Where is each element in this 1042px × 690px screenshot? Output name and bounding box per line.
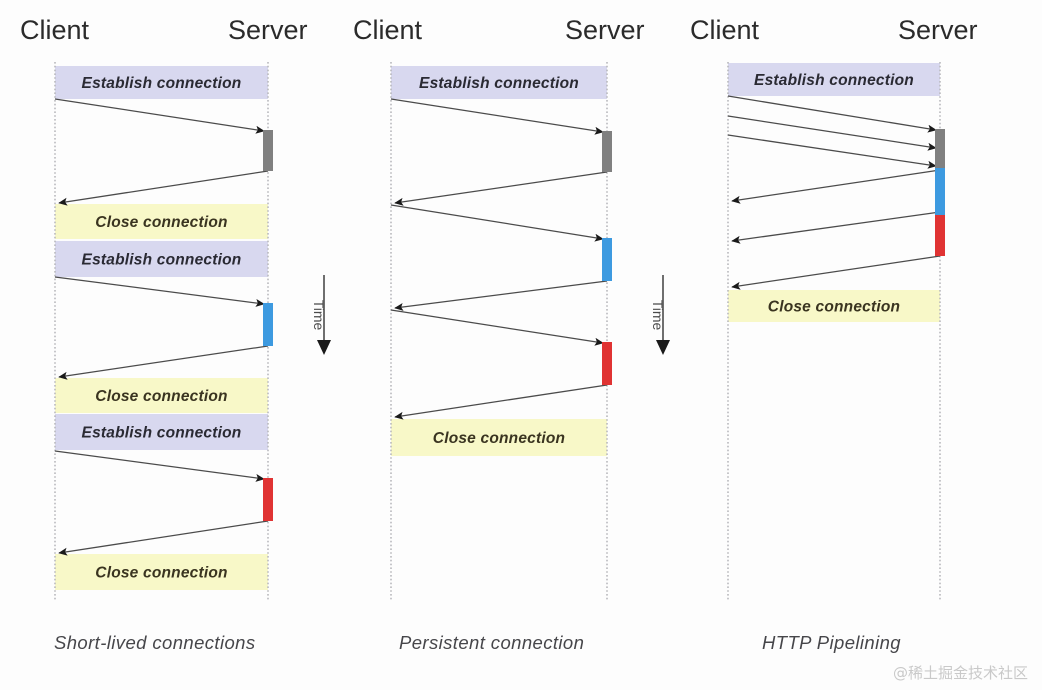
time-axis-arrowhead [656, 340, 670, 355]
message-arrow-left [58, 345, 269, 380]
server-activation-bar [935, 215, 945, 256]
band-label-close: Close connection [768, 299, 900, 316]
server-activation-bar [602, 238, 612, 281]
band-label-close: Close connection [95, 565, 227, 582]
message-arrow-right [727, 134, 937, 169]
message-arrow-right [54, 276, 265, 307]
message-arrow-left [394, 384, 608, 420]
server-activation-bar [935, 168, 945, 215]
message-arrow-left [394, 171, 608, 206]
band-label-establish: Establish connection [82, 75, 242, 92]
panel-caption: HTTP Pipelining [762, 632, 901, 653]
actor-label-server: Server [565, 15, 645, 45]
message-arrow-right [390, 204, 604, 242]
server-activation-bar [263, 130, 273, 171]
band-close [391, 419, 607, 456]
message-arrow-right [54, 98, 265, 134]
band-label-establish: Establish connection [419, 75, 579, 92]
message-arrow-right [390, 98, 604, 135]
band-close [55, 378, 268, 413]
band-label-establish: Establish connection [82, 252, 242, 269]
message-arrow-right [390, 309, 604, 346]
message-arrow-left [58, 170, 269, 206]
actor-label-server: Server [898, 15, 978, 45]
server-activation-bar [602, 131, 612, 172]
actor-label-client: Client [690, 15, 760, 45]
actor-label-server: Server [228, 15, 308, 45]
server-activation-bar [263, 478, 273, 521]
actor-label-client: Client [20, 15, 90, 45]
band-establish [728, 63, 940, 96]
message-arrow-right [727, 95, 937, 133]
band-establish [55, 241, 268, 277]
band-label-establish: Establish connection [82, 425, 242, 442]
message-arrow-left [731, 255, 941, 290]
message-arrow-left [731, 169, 941, 204]
actor-label-client: Client [353, 15, 423, 45]
panel-caption: Short-lived connections [54, 632, 256, 653]
message-arrow-left [394, 280, 608, 311]
message-arrow-left [731, 211, 941, 244]
watermark-label: @稀土掘金技术社区 [893, 664, 1028, 682]
panel-caption: Persistent connection [399, 632, 584, 653]
band-label-close: Close connection [433, 430, 565, 447]
band-close [55, 204, 268, 239]
message-arrow-right [54, 450, 265, 482]
server-activation-bar [602, 342, 612, 385]
time-axis-label: Time [311, 300, 327, 331]
message-arrow-left [58, 520, 269, 556]
band-label-close: Close connection [95, 388, 227, 405]
time-axis-arrowhead [317, 340, 331, 355]
band-close [55, 554, 268, 590]
band-establish [55, 66, 268, 99]
server-activation-bar [935, 129, 945, 168]
message-arrow-right [727, 115, 937, 151]
band-close [728, 290, 940, 322]
band-label-close: Close connection [95, 214, 227, 231]
time-axis-label: Time [650, 300, 666, 331]
band-establish [55, 414, 268, 450]
band-establish [391, 66, 607, 99]
band-label-establish: Establish connection [754, 72, 914, 89]
server-activation-bar [263, 303, 273, 346]
